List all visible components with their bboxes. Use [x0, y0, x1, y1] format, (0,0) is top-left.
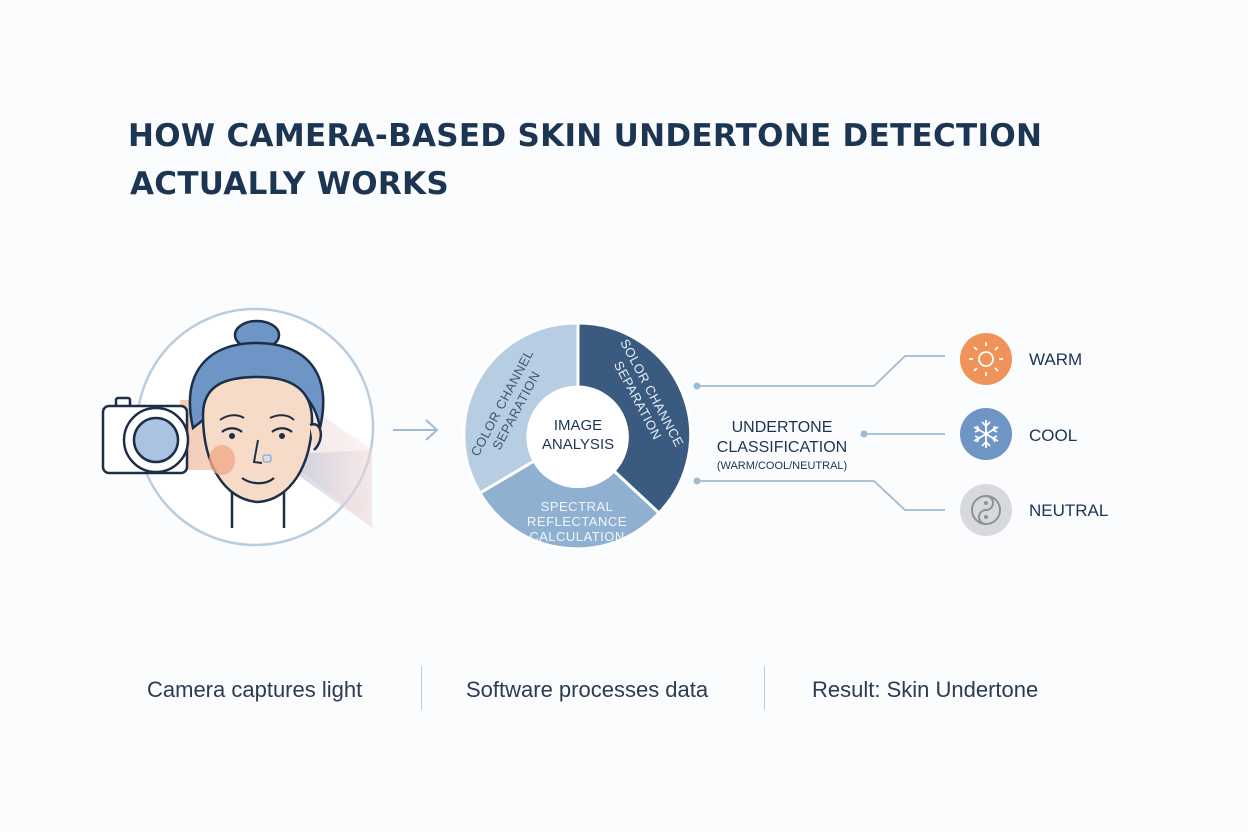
ring-center-line-2: ANALYSIS [542, 436, 614, 453]
result-neutral-label: NEUTRAL [1029, 501, 1108, 520]
footer-step-camera: Camera captures light [147, 677, 363, 702]
classification-sub: (WARM/COOL/NEUTRAL) [717, 460, 847, 472]
sun-icon [960, 333, 1012, 385]
camera-icon [101, 396, 190, 475]
footer-step-result: Result: Skin Undertone [812, 677, 1039, 702]
image-analysis-ring: IMAGE ANALYSIS COLOR CHANNEL SEPARATION … [462, 321, 693, 551]
footer-divider-2 [764, 666, 765, 710]
result-neutral: NEUTRAL [960, 484, 1108, 536]
segment-bottom-label-3: CALCULATION [529, 529, 625, 544]
face-scan-illustration [101, 307, 375, 547]
title-line-2: ACTUALLY WORKS [130, 166, 449, 202]
flow-arrow [393, 419, 439, 441]
footer-step-software: Software processes data [466, 677, 709, 702]
ring-segment-spectral [477, 458, 662, 551]
segment-bottom-label-1: SPECTRAL [541, 499, 614, 514]
page-title: HOW CAMERA-BASED SKIN UNDERTONE DETECTIO… [128, 112, 1108, 208]
result-warm: WARM [960, 333, 1082, 385]
connector-warm [697, 355, 945, 387]
connector-neutral [697, 480, 945, 511]
result-warm-label: WARM [1029, 350, 1082, 369]
classification-line-1: UNDERTONE [732, 419, 833, 436]
segment-bottom-label-2: REFLECTANCE [527, 514, 627, 529]
footer-divider-1 [421, 666, 422, 710]
result-cool: COOL [960, 408, 1077, 460]
ring-center-line-1: IMAGE [554, 417, 602, 434]
classification-line-2: CLASSIFICATION [717, 439, 847, 456]
result-cool-label: COOL [1029, 426, 1077, 445]
connector-lines [693, 355, 945, 511]
classification-label: UNDERTONE CLASSIFICATION (WARM/COOL/NEUT… [717, 419, 847, 472]
footer-steps: Camera captures light Software processes… [0, 662, 1248, 714]
title-line-1: HOW CAMERA-BASED SKIN UNDERTONE DETECTIO… [128, 118, 1043, 154]
person-head-icon [188, 319, 325, 528]
